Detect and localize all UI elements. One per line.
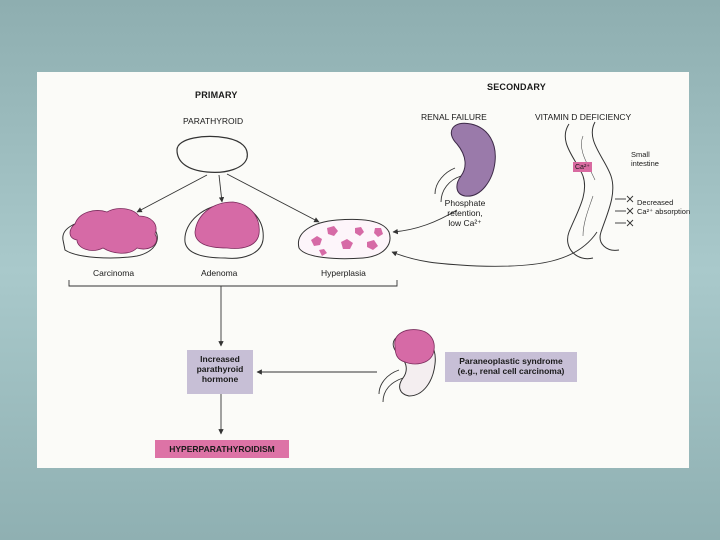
arrow-to-hyperplasia [226, 173, 320, 223]
small-intestine-line-2: intestine [631, 159, 659, 168]
carcinoma-label: Carcinoma [93, 268, 135, 278]
phosphate-retention-line-2: retention, [447, 208, 483, 218]
increased-pth-line-3: hormone [201, 374, 239, 384]
hyperparathyroidism-box [155, 440, 289, 458]
hyperplasia-spots [311, 226, 383, 256]
arrow-to-adenoma [218, 174, 225, 203]
increased-pth-box [187, 350, 253, 394]
renal-failure-label: RENAL FAILURE [421, 112, 487, 122]
small-intestine-label: Small intestine [631, 150, 659, 168]
small-intestine-tube [564, 121, 620, 260]
vitamin-d-deficiency-label: VITAMIN D DEFICIENCY [535, 112, 632, 122]
arrow-vitd-to-hyperplasia [391, 231, 598, 267]
hyperplasia-gland [298, 218, 391, 260]
paraneoplastic-line-2: (e.g., renal cell carcinoma) [457, 366, 565, 376]
renal-tumor [394, 329, 435, 365]
phosphate-retention-line-3: low Ca²⁺ [448, 218, 482, 228]
parathyroid-gland-outline [176, 135, 248, 173]
carcinoma-mass [69, 208, 157, 254]
diagram-slide: PRIMARY SECONDARY PARATHYROID RENAL FAIL… [37, 72, 690, 468]
absorption-x-marks [615, 195, 634, 227]
increased-pth-text: Increased parathyroid hormone [187, 354, 253, 384]
paraneoplastic-text: Paraneoplastic syndrome (e.g., renal cel… [445, 356, 577, 376]
adenoma-mass [194, 201, 260, 249]
kidney-renal-failure [450, 122, 496, 197]
calcium-tag: Ca²⁺ [573, 162, 592, 172]
increased-pth-line-1: Increased [200, 354, 240, 364]
arrow-renal-to-hyperplasia [392, 209, 458, 235]
decreased-absorption-line-2: Ca²⁺ absorption [637, 207, 691, 216]
hyperplasia-label: Hyperplasia [321, 268, 366, 278]
decreased-absorption-line-1: Decreased [637, 198, 674, 207]
adenoma-gland-outline [184, 203, 264, 259]
ureter-renal-failure [434, 167, 462, 203]
phosphate-retention-line-1: Phosphate [444, 198, 486, 208]
glands-bracket [68, 280, 398, 287]
paraneoplastic-line-1: Paraneoplastic syndrome [459, 356, 563, 366]
decreased-absorption-label: Decreased Ca²⁺ absorption [637, 198, 690, 216]
small-intestine-line-1: Small [631, 150, 650, 159]
secondary-heading: SECONDARY [487, 82, 546, 92]
phosphate-retention-label: Phosphate retention, low Ca²⁺ [435, 198, 495, 228]
adenoma-label: Adenoma [201, 268, 238, 278]
paraneoplastic-box [445, 352, 577, 382]
diagram-artwork [62, 121, 634, 458]
increased-pth-line-2: parathyroid [196, 364, 244, 374]
intestine-wall [581, 135, 596, 237]
ureter-paraneoplastic [378, 369, 404, 403]
primary-heading: PRIMARY [195, 90, 238, 100]
arrow-to-carcinoma [136, 174, 208, 213]
parathyroid-label: PARATHYROID [183, 116, 244, 126]
hyperparathyroidism-text: HYPERPARATHYROIDISM [169, 444, 275, 454]
